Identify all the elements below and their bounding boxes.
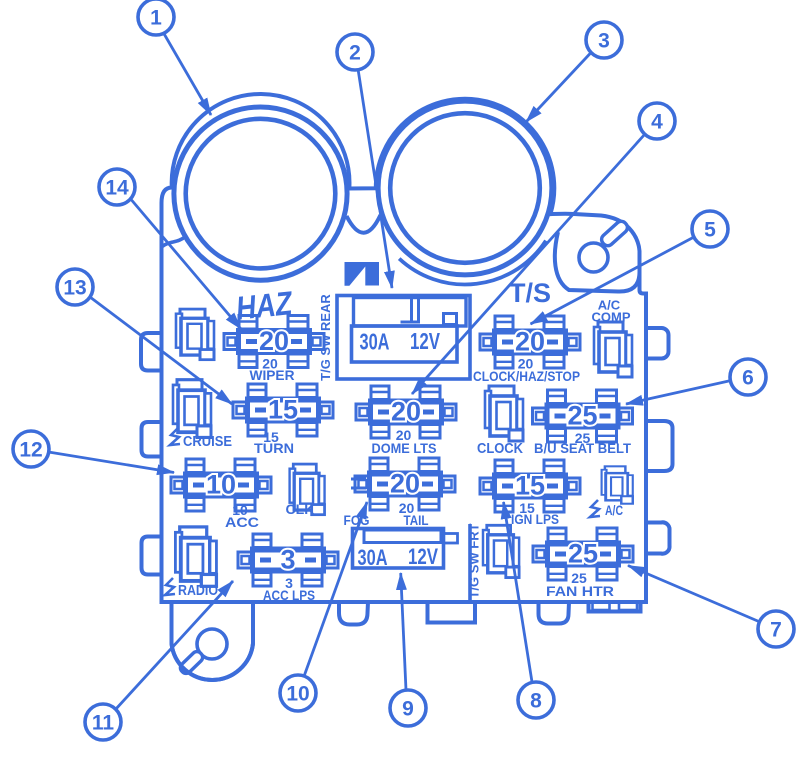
svg-text:25: 25: [567, 401, 597, 431]
svg-text:1: 1: [150, 7, 162, 30]
svg-text:20: 20: [515, 327, 545, 357]
svg-text:25: 25: [571, 570, 587, 586]
svg-text:7: 7: [770, 619, 782, 642]
svg-text:HAZ: HAZ: [234, 284, 295, 327]
svg-text:RADIO: RADIO: [178, 583, 218, 599]
svg-text:FOG: FOG: [344, 512, 370, 528]
svg-text:2: 2: [349, 42, 361, 65]
svg-text:15: 15: [263, 429, 279, 445]
svg-text:A/C: A/C: [598, 298, 621, 313]
svg-text:9: 9: [402, 698, 414, 721]
svg-text:4: 4: [651, 111, 663, 134]
svg-text:30A: 30A: [358, 545, 388, 570]
svg-text:3: 3: [285, 575, 293, 591]
svg-text:13: 13: [63, 277, 86, 300]
svg-text:15: 15: [268, 395, 298, 425]
svg-text:6: 6: [742, 367, 754, 390]
svg-text:20: 20: [399, 500, 415, 516]
svg-text:20: 20: [262, 356, 278, 372]
svg-text:20: 20: [518, 356, 534, 372]
svg-text:ACC LPS: ACC LPS: [263, 587, 315, 603]
svg-text:IGN LPS: IGN LPS: [511, 511, 559, 527]
svg-text:20: 20: [259, 326, 289, 356]
svg-text:20: 20: [390, 469, 420, 499]
svg-text:DOME LTS: DOME LTS: [372, 440, 437, 456]
svg-text:TURN: TURN: [254, 440, 294, 456]
svg-text:20: 20: [396, 427, 412, 443]
svg-text:25: 25: [575, 430, 591, 446]
svg-text:CLOCK: CLOCK: [477, 441, 523, 457]
svg-text:14: 14: [105, 177, 129, 200]
svg-text:T/S: T/S: [509, 278, 551, 308]
svg-text:B/U SEAT BELT: B/U SEAT BELT: [534, 440, 631, 456]
svg-text:CRUISE: CRUISE: [183, 434, 232, 450]
svg-text:ACC: ACC: [225, 514, 259, 530]
svg-text:A/C: A/C: [605, 503, 623, 518]
svg-text:11: 11: [92, 712, 115, 735]
svg-text:10: 10: [206, 470, 236, 500]
svg-text:30A: 30A: [360, 329, 390, 355]
svg-text:TAIL: TAIL: [404, 512, 429, 528]
svg-text:T/G SW REAR: T/G SW REAR: [318, 294, 333, 381]
svg-text:12V: 12V: [408, 544, 438, 569]
svg-text:3: 3: [598, 30, 610, 53]
svg-text:10: 10: [232, 502, 248, 518]
svg-text:12V: 12V: [410, 328, 440, 354]
svg-text:12: 12: [19, 439, 42, 462]
svg-text:20: 20: [391, 397, 421, 427]
svg-text:3: 3: [280, 545, 295, 575]
svg-text:15: 15: [519, 500, 535, 516]
svg-text:15: 15: [515, 471, 545, 501]
svg-text:10: 10: [286, 683, 309, 706]
svg-text:CLK: CLK: [286, 501, 315, 517]
svg-text:FAN HTR: FAN HTR: [546, 583, 614, 599]
svg-text:COMP: COMP: [592, 310, 631, 325]
svg-text:25: 25: [568, 539, 598, 569]
svg-text:WIPER: WIPER: [250, 367, 295, 383]
svg-text:CLOCK/HAZ/STOP: CLOCK/HAZ/STOP: [473, 368, 580, 384]
svg-text:8: 8: [530, 690, 542, 713]
svg-text:5: 5: [704, 219, 716, 242]
